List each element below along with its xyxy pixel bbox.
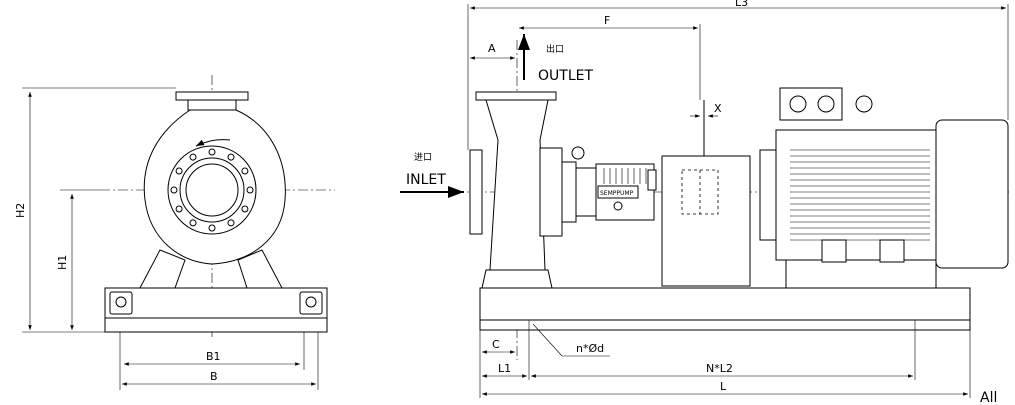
flange-bolt-holes <box>170 148 254 232</box>
rotation-arrow <box>195 139 231 147</box>
bolt-hole <box>170 186 178 194</box>
label-b: B <box>210 370 218 383</box>
suction-flange <box>469 149 483 235</box>
brand-plate: SEMPPUMP <box>600 190 634 197</box>
cable-gland-1 <box>789 95 807 113</box>
side-baseplate <box>479 287 971 331</box>
right-lug-hole <box>305 296 317 308</box>
label-l3: L3 <box>735 0 748 9</box>
discharge-flange <box>475 91 557 101</box>
inlet-flange-inner <box>179 157 245 223</box>
side-view-dimensions: L3 F A X C L1 N*L2 L n*Ød <box>467 0 1009 398</box>
motor-feet <box>785 259 937 289</box>
label-x: X <box>714 102 722 115</box>
motor-flange <box>759 149 777 241</box>
bolt-hole <box>241 167 249 175</box>
left-lug <box>109 291 133 315</box>
label-h2: H2 <box>14 203 27 218</box>
pump-foot <box>481 269 553 289</box>
corner-tag: All <box>980 390 997 405</box>
outlet-label: OUTLET <box>538 68 593 84</box>
label-c: C <box>492 338 500 351</box>
bolt-hole <box>189 153 197 161</box>
motor-cooling-fins <box>790 149 930 241</box>
label-h1: H1 <box>56 255 69 270</box>
bearing-cap <box>647 169 657 191</box>
motor-lifting-eye <box>855 95 873 113</box>
label-a: A <box>488 42 496 55</box>
label-l: L <box>720 380 727 393</box>
inlet-cn-label: 进口 <box>414 152 432 163</box>
left-lug-hole <box>115 296 127 308</box>
label-f: F <box>604 14 610 27</box>
bolt-hole <box>241 205 249 213</box>
motor-fan-cover <box>935 119 1009 269</box>
pump-casing <box>485 99 549 271</box>
label-holes: n*Ød <box>576 342 604 355</box>
motor-foot-right <box>879 239 905 263</box>
inlet-label: INLET <box>406 172 446 188</box>
side-view: SEMPPUMP <box>400 34 1010 360</box>
housing-ribs <box>603 168 647 184</box>
oil-sight <box>613 201 623 211</box>
bolt-hole <box>227 153 235 161</box>
left-support-foot <box>139 249 186 289</box>
bolt-hole <box>175 167 183 175</box>
cable-gland-2 <box>817 95 835 113</box>
outlet-cn-label: 出口 <box>546 43 564 55</box>
nameplate <box>597 185 639 199</box>
end-outlet-flange <box>175 91 249 101</box>
label-b1: B1 <box>206 350 221 363</box>
motor-body <box>775 129 937 261</box>
end-view <box>100 75 335 340</box>
end-outlet-neck <box>187 99 237 111</box>
motor-foot-left <box>821 239 847 263</box>
bolt-hole <box>227 219 235 227</box>
bearing-flange <box>561 161 577 223</box>
lifting-eye <box>571 146 585 160</box>
bolt-hole <box>189 219 197 227</box>
casing-cover <box>539 147 563 237</box>
bolt-hole <box>208 148 216 156</box>
bolt-hole <box>208 224 216 232</box>
end-baseplate <box>104 287 328 333</box>
bolt-hole <box>246 186 254 194</box>
inlet-flange-outer <box>167 145 257 235</box>
bearing-neck <box>575 167 597 217</box>
right-lug <box>299 291 323 315</box>
coupling-guard <box>661 155 751 287</box>
bolt-hole <box>175 205 183 213</box>
label-l1: L1 <box>498 362 511 375</box>
inlet-bore <box>185 163 239 217</box>
end-view-dimensions: H2 H1 B1 B <box>14 87 319 390</box>
label-nl2: N*L2 <box>706 362 733 375</box>
